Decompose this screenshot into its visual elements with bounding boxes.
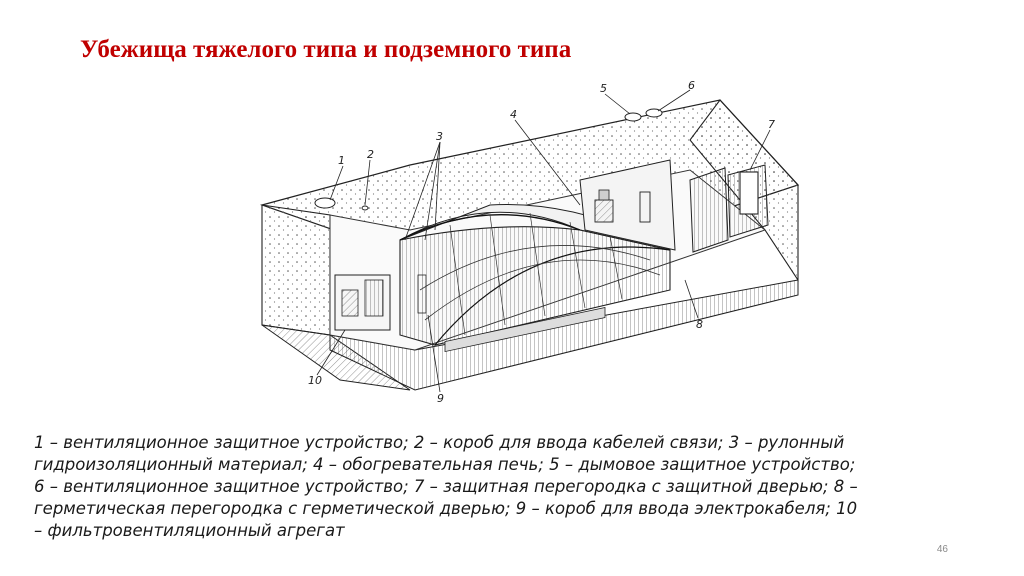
callout-8: 8	[696, 318, 703, 331]
legend-line-4: герметическая перегородка с герметическо…	[34, 499, 858, 518]
protective-partition	[689, 164, 769, 253]
legend-line-1: 1 – вентиляционное защитное устройство; …	[34, 433, 845, 452]
stove-room	[579, 159, 676, 251]
callout-7: 7	[768, 118, 775, 131]
callout-9: 9	[437, 392, 444, 405]
ventilation-intake-left	[314, 197, 336, 209]
soil-front-face	[261, 324, 411, 391]
smoke-protective-device	[624, 112, 642, 122]
legend-line-2: гидроизоляционный материал; 4 – обогрева…	[34, 455, 856, 474]
callout-3: 3	[436, 130, 443, 143]
electric-cable-conduit	[417, 274, 427, 314]
vaulted-chamber	[399, 204, 671, 353]
callout-6: 6	[688, 80, 695, 92]
callout-2: 2	[367, 148, 374, 161]
callout-5: 5	[600, 82, 607, 95]
callout-1: 1	[338, 154, 345, 167]
callout-4: 4	[510, 108, 517, 121]
slide-title: Убежища тяжелого типа и подземного типа	[80, 36, 572, 63]
page-number: 46	[936, 544, 948, 555]
legend-line-3: 6 – вентиляционное защитное устройство; …	[34, 477, 858, 496]
filter-ventilation-unit	[334, 274, 391, 331]
callout-leaders	[316, 89, 771, 393]
soil-front-left	[261, 204, 331, 336]
shelter-cutaway-drawing: 1 2 3 4 5 6 7 8 9 10	[250, 80, 810, 410]
cable-box-surface	[361, 205, 369, 211]
callout-10: 10	[308, 374, 322, 387]
legend-line-5: – фильтровентиляционный агрегат	[34, 521, 345, 540]
legend-text: 1 – вентиляционное защитное устройство; …	[34, 432, 994, 542]
shelter-illustration: 1 2 3 4 5 6 7 8 9 10	[259, 80, 800, 405]
